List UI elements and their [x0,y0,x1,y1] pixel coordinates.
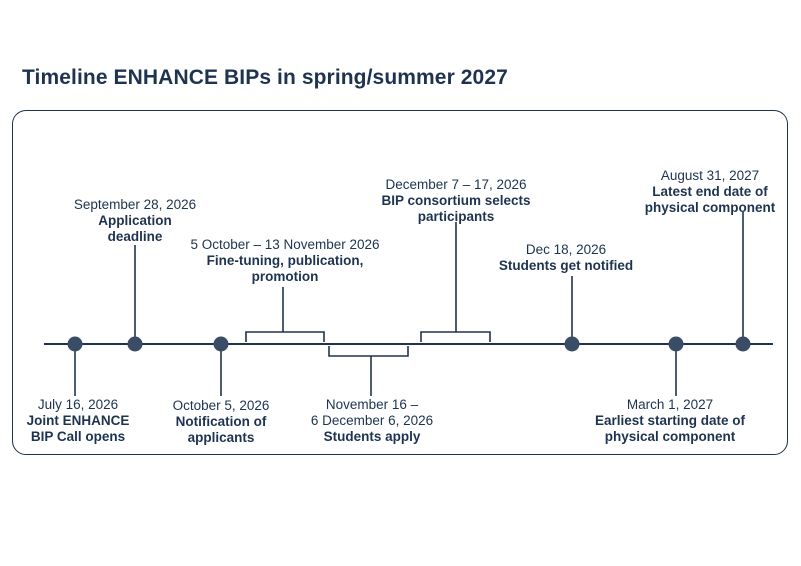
event-desc: Students apply [323,429,421,444]
dot-e2 [127,336,143,352]
event-date: March 1, 2027 [626,397,714,412]
event-label-e4: 5 October – 13 November 2026 Fine-tuning… [190,237,379,285]
dot-e8 [668,336,684,352]
event-desc: Fine-tuning, publication, [206,253,364,268]
event-label-e7: Dec 18, 2026 Students get notified [499,242,633,274]
event-date: 5 October – 13 November 2026 [190,237,380,252]
event-label-e2: September 28, 2026 Application deadline [74,197,196,245]
event-desc: Students get notified [498,258,634,273]
event-desc: Notification of [175,414,267,429]
bracket-e5 [328,346,409,396]
event-date: October 5, 2026 [172,398,270,413]
event-desc: applicants [187,430,255,445]
event-date: 6 December 6, 2026 [310,413,434,428]
event-date: September 28, 2026 [73,197,197,212]
event-date: Dec 18, 2026 [525,242,607,257]
event-label-e6: December 7 – 17, 2026 BIP consortium sel… [381,177,530,225]
event-label-e1: July 16, 2026 Joint ENHANCE BIP Call ope… [27,397,130,445]
event-desc: participants [417,209,495,224]
event-desc: Latest end date of [652,184,768,199]
event-desc: deadline [107,229,163,244]
timeline-frame [12,110,788,455]
event-date: November 16 – [325,397,419,412]
event-label-e8: March 1, 2027 Earliest starting date of … [595,397,745,445]
dot-e7 [564,336,580,352]
event-label-e9: August 31, 2027 Latest end date of physi… [645,168,776,216]
event-label-e3: October 5, 2026 Notification of applican… [173,398,270,446]
dot-e1 [67,336,83,352]
event-desc: physical component [604,429,736,444]
event-desc: BIP Call opens [30,429,126,444]
event-date: December 7 – 17, 2026 [385,177,527,192]
event-date: July 16, 2026 [37,397,119,412]
event-desc: physical component [644,200,776,215]
event-desc: promotion [251,269,319,284]
event-desc: Joint ENHANCE [26,413,130,428]
dot-e3 [213,336,229,352]
dot-e9 [735,336,751,352]
event-desc: Application [98,213,172,228]
page-title: Timeline ENHANCE BIPs in spring/summer 2… [22,66,508,89]
event-desc: Earliest starting date of [594,413,746,428]
event-label-e5: November 16 – 6 December 6, 2026 Student… [311,397,433,445]
bracket-e6 [420,222,491,342]
event-desc: BIP consortium selects [381,193,531,208]
event-date: August 31, 2027 [660,168,760,183]
bracket-e4 [245,287,325,342]
